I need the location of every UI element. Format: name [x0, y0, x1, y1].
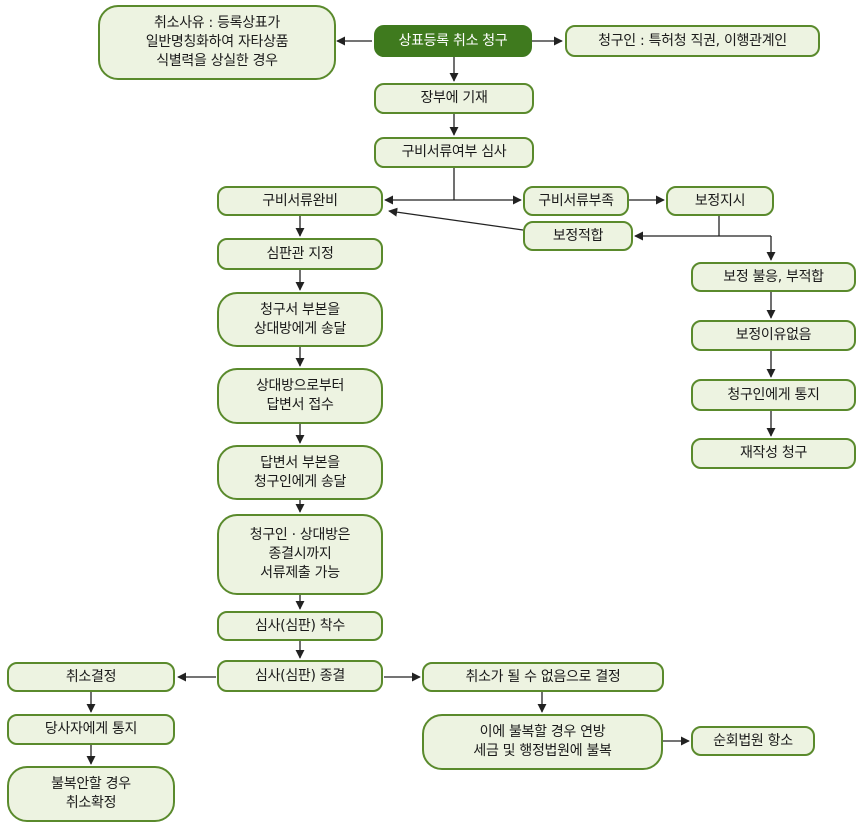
node-amend-fail-label: 보정 불응, 부적합	[723, 268, 824, 285]
node-reclaim-label: 재작성 청구	[739, 445, 808, 462]
node-claimant-label: 청구인 : 특허청 직권, 이행관계인	[598, 32, 787, 49]
node-trial-end: 심사(심판) 종결	[217, 660, 383, 692]
node-cancel-final-line1: 불복안할 경우	[51, 776, 131, 793]
node-trial-end-label: 심사(심판) 종결	[255, 667, 345, 684]
node-appeal-line2: 세금 및 행정법원에 불복	[473, 743, 612, 759]
node-docs-missing: 구비서류부족	[523, 186, 629, 216]
node-amend-order: 보정지시	[666, 186, 774, 216]
node-notify-parties-label: 당사자에게 통지	[44, 721, 138, 738]
node-trial-start: 심사(심판) 착수	[217, 611, 383, 641]
node-circuit-appeal: 순회법원 항소	[691, 726, 815, 756]
node-register-label: 장부에 기재	[420, 90, 488, 107]
node-amend-order-label: 보정지시	[694, 192, 746, 209]
node-notify-claimant: 청구인에게 통지	[691, 379, 856, 411]
node-reclaim: 재작성 청구	[691, 438, 856, 469]
node-reason-line3: 식별력을 상실한 경우	[156, 52, 278, 69]
node-reply-copy: 답변서 부본을 청구인에게 송달	[217, 445, 383, 500]
node-reason: 취소사유 : 등록상표가 일반명칭화하여 자타상품 식별력을 상실한 경우	[98, 5, 336, 80]
node-docs-review-label: 구비서류여부 심사	[401, 144, 507, 161]
node-cancel-final: 불복안할 경우 취소확정	[7, 766, 175, 822]
node-reply-copy-line1: 답변서 부본을	[260, 454, 340, 471]
node-receive-reply: 상대방으로부터 답변서 접수	[217, 368, 383, 424]
node-send-copy: 청구서 부본을 상대방에게 송달	[217, 292, 383, 347]
node-main: 상표등록 취소 청구	[374, 25, 532, 57]
node-amend-ok: 보정적합	[523, 221, 633, 251]
node-no-cancel-label: 취소가 될 수 없음으로 결정	[465, 668, 621, 685]
node-amend-ok-label: 보정적합	[552, 227, 604, 244]
node-cancel-final-line2: 취소확정	[65, 795, 117, 811]
node-no-cancel: 취소가 될 수 없음으로 결정	[422, 662, 664, 692]
node-submit-docs-line3: 서류제출 가능	[260, 564, 340, 581]
node-receive-reply-line1: 상대방으로부터	[255, 378, 345, 395]
node-docs-missing-label: 구비서류부족	[538, 192, 614, 209]
node-cancel-decision: 취소결정	[7, 662, 175, 692]
line-amend-ok-diag	[388, 207, 524, 231]
node-trial-start-label: 심사(심판) 착수	[255, 617, 345, 634]
node-send-copy-line2: 상대방에게 송달	[253, 320, 347, 337]
node-docs-complete: 구비서류완비	[217, 186, 383, 216]
node-appeal-line1: 이에 불복할 경우 연방	[479, 724, 606, 741]
node-notify-claimant-label: 청구인에게 통지	[727, 386, 820, 403]
node-judge-assign-label: 심판관 지정	[266, 245, 334, 262]
node-appeal: 이에 불복할 경우 연방 세금 및 행정법원에 불복	[422, 714, 663, 770]
node-main-label: 상표등록 취소 청구	[398, 32, 508, 49]
node-docs-complete-label: 구비서류완비	[262, 192, 338, 209]
node-cancel-decision-label: 취소결정	[65, 668, 117, 685]
node-reason-line2: 일반명칭화하여 자타상품	[145, 34, 289, 51]
node-reason-line1: 취소사유 : 등록상표가	[154, 15, 280, 32]
node-receive-reply-line2: 답변서 접수	[266, 397, 334, 413]
node-submit-docs: 청구인 · 상대방은 종결시까지 서류제출 가능	[217, 514, 383, 595]
node-docs-review: 구비서류여부 심사	[374, 137, 534, 168]
node-submit-docs-line1: 청구인 · 상대방은	[249, 527, 351, 544]
node-no-reason: 보정이유없음	[691, 320, 856, 351]
node-submit-docs-line2: 종결시까지	[268, 546, 332, 563]
node-send-copy-line1: 청구서 부본을	[260, 301, 340, 318]
node-judge-assign: 심판관 지정	[217, 238, 383, 270]
node-reply-copy-line2: 청구인에게 송달	[253, 473, 347, 490]
node-notify-parties: 당사자에게 통지	[7, 714, 175, 745]
node-claimant: 청구인 : 특허청 직권, 이행관계인	[565, 25, 820, 57]
node-register: 장부에 기재	[374, 83, 534, 114]
node-amend-fail: 보정 불응, 부적합	[691, 262, 856, 292]
node-no-reason-label: 보정이유없음	[735, 327, 812, 344]
node-circuit-appeal-label: 순회법원 항소	[713, 732, 793, 749]
